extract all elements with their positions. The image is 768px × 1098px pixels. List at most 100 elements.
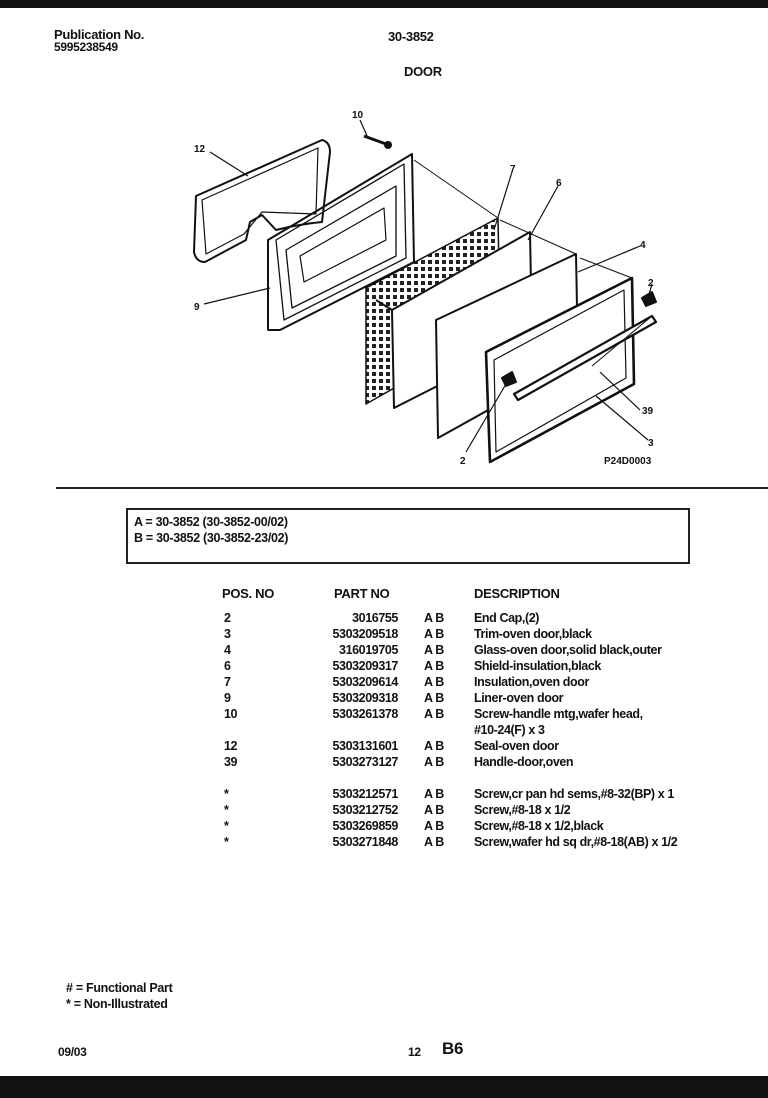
table-row: * 5303271848 A B Screw,wafer hd sq dr,#8… [0, 835, 768, 851]
model-codes: A B [424, 803, 444, 817]
table-row-continuation: #10-24(F) x 3 [0, 723, 768, 739]
pos-number: 39 [224, 755, 238, 769]
column-header-part: PART NO [334, 586, 390, 601]
table-row: 39 5303273127 A B Handle-door,oven [0, 755, 768, 771]
model-codes: A B [424, 819, 444, 833]
part-number: 5303209317 [332, 659, 398, 673]
column-header-pos: POS. NO [222, 586, 275, 601]
bottom-border-bar [0, 1076, 768, 1098]
part-description: Trim-oven door,black [474, 627, 592, 641]
figure-code: P24D0003 [604, 456, 652, 467]
pos-number: 4 [224, 643, 231, 657]
part-number: 5303269859 [332, 819, 398, 833]
part-number: 5303131601 [332, 739, 398, 753]
part-description: Screw,#8-18 x 1/2 [474, 803, 571, 817]
publication-number: 5995238549 [54, 40, 118, 54]
part-description: Screw,cr pan hd sems,#8-32(BP) x 1 [474, 787, 674, 801]
part-number: 3016755 [352, 611, 398, 625]
pos-number: * [224, 819, 229, 833]
legend-row-b: B = 30-3852 (30-3852-23/02) [134, 531, 289, 545]
door-handle-part [512, 314, 658, 402]
callout-10: 10 [352, 110, 364, 121]
section-title: DOOR [404, 64, 442, 79]
part-number: 5303209318 [332, 691, 398, 705]
part-description: Liner-oven door [474, 691, 564, 705]
publication-label: Publication No. [54, 27, 145, 42]
part-description: Handle-door,oven [474, 755, 574, 769]
part-number: 5303209614 [332, 675, 398, 689]
callout-6: 6 [556, 178, 562, 189]
callout-3: 3 [648, 438, 654, 449]
part-description: Screw,wafer hd sq dr,#8-18(AB) x 1/2 [474, 835, 678, 849]
legend-row-a: A = 30-3852 (30-3852-00/02) [134, 515, 288, 529]
non-illustrated-note: * = Non-Illustrated [66, 997, 168, 1011]
part-description: Shield-insulation,black [474, 659, 601, 673]
callout-39: 39 [642, 406, 654, 417]
part-description: Seal-oven door [474, 739, 559, 753]
page-number: 12 [408, 1045, 421, 1059]
functional-part-note: # = Functional Part [66, 981, 173, 995]
table-row: 10 5303261378 A B Screw-handle mtg,wafer… [0, 707, 768, 723]
table-row: * 5303212752 A B Screw,#8-18 x 1/2 [0, 803, 768, 819]
part-number: 5303271848 [332, 835, 398, 849]
part-number: 5303209518 [332, 627, 398, 641]
model-codes: A B [424, 691, 444, 705]
model-codes: A B [424, 627, 444, 641]
pos-number: * [224, 803, 229, 817]
model-codes: A B [424, 787, 444, 801]
pos-number: 12 [224, 739, 238, 753]
column-header-description: DESCRIPTION [474, 586, 560, 601]
table-row: 6 5303209317 A B Shield-insulation,black [0, 659, 768, 675]
table-row: * 5303212571 A B Screw,cr pan hd sems,#8… [0, 787, 768, 803]
pos-number: 10 [224, 707, 238, 721]
exploded-door-diagram: 10 12 7 6 4 2 9 39 3 2 P24D0003 [193, 110, 658, 467]
part-number: 5303212571 [332, 787, 398, 801]
top-border-bar [0, 0, 768, 8]
model-codes: A B [424, 659, 444, 673]
model-codes: A B [424, 835, 444, 849]
pos-number: * [224, 835, 229, 849]
callout-9: 9 [194, 302, 200, 313]
model-codes: A B [424, 643, 444, 657]
model-codes: A B [424, 675, 444, 689]
table-row: 9 5303209318 A B Liner-oven door [0, 691, 768, 707]
model-legend-box: A = 30-3852 (30-3852-00/02) B = 30-3852 … [126, 508, 690, 564]
pos-number: * [224, 787, 229, 801]
door-seal-part [193, 139, 331, 263]
door-liner-part [267, 153, 415, 331]
part-number: 5303261378 [332, 707, 398, 721]
part-description: Screw,#8-18 x 1/2,black [474, 819, 604, 833]
table-row: * 5303269859 A B Screw,#8-18 x 1/2,black [0, 819, 768, 835]
part-description: Insulation,oven door [474, 675, 589, 689]
table-row: 2 3016755 A B End Cap,(2) [0, 611, 768, 627]
table-row: 3 5303209518 A B Trim-oven door,black [0, 627, 768, 643]
part-description: Screw-handle mtg,wafer head, [474, 707, 643, 721]
callout-2-upper: 2 [648, 278, 654, 289]
page-code: B6 [442, 1039, 464, 1058]
pos-number: 2 [224, 611, 231, 625]
callout-12: 12 [194, 144, 206, 155]
part-description: End Cap,(2) [474, 611, 540, 625]
pos-number: 3 [224, 627, 231, 641]
callout-4: 4 [640, 240, 646, 251]
part-number: 5303273127 [332, 755, 398, 769]
part-description: Glass-oven door,solid black,outer [474, 643, 662, 657]
pos-number: 9 [224, 691, 231, 705]
part-description-continued: #10-24(F) x 3 [474, 723, 545, 737]
part-number: 5303212752 [332, 803, 398, 817]
table-row: 12 5303131601 A B Seal-oven door [0, 739, 768, 755]
table-row: 4 316019705 A B Glass-oven door,solid bl… [0, 643, 768, 659]
model-codes: A B [424, 611, 444, 625]
model-codes: A B [424, 739, 444, 753]
pos-number: 6 [224, 659, 231, 673]
table-row: 7 5303209614 A B Insulation,oven door [0, 675, 768, 691]
section-divider [56, 487, 768, 489]
revision-date: 09/03 [58, 1045, 87, 1059]
part-number: 316019705 [339, 643, 398, 657]
pos-number: 7 [224, 675, 231, 689]
model-codes: A B [424, 755, 444, 769]
model-codes: A B [424, 707, 444, 721]
model-number: 30-3852 [388, 29, 434, 44]
callout-7: 7 [510, 164, 516, 175]
callout-2-lower: 2 [460, 456, 466, 467]
